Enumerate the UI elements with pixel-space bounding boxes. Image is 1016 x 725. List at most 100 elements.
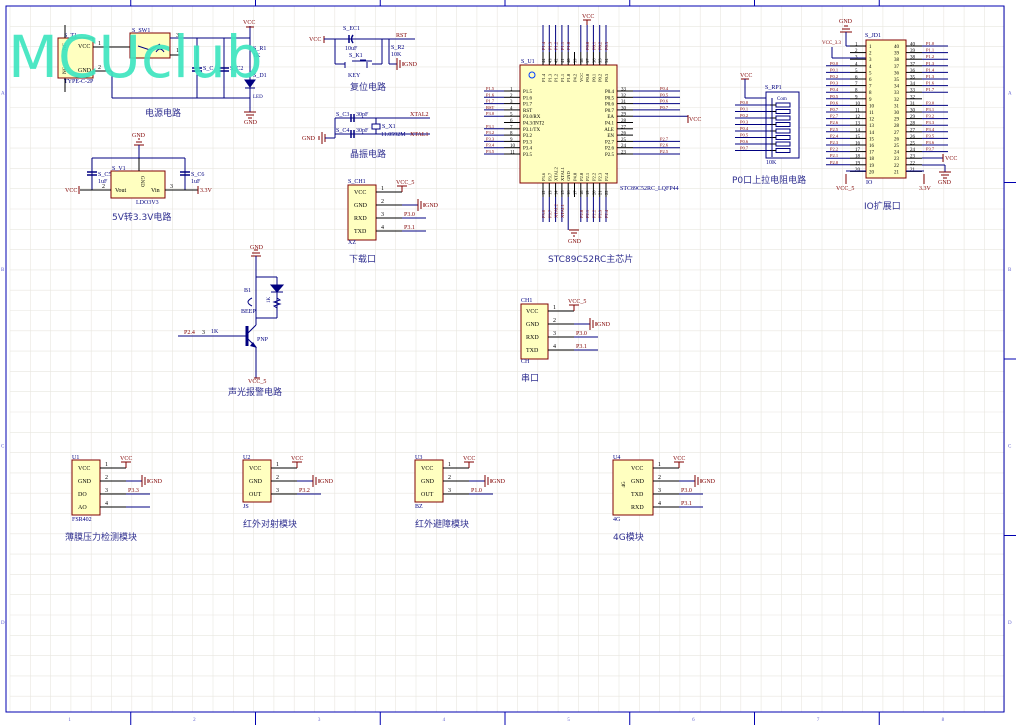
pin-number: 25 (910, 142, 916, 147)
pin-number: 17 (573, 190, 578, 195)
pin-name: VCC (249, 466, 261, 472)
net-label: P2.0 (830, 160, 839, 165)
pin-number: 1 (448, 462, 451, 468)
net-label: XTAL1 (560, 204, 565, 218)
pin-number: 23 (621, 151, 627, 156)
pin-number: 23 (894, 157, 900, 162)
pin-number: 3 (276, 488, 279, 494)
pin-name: P1.0 (566, 73, 571, 82)
ec1-designator: S_EC1 (343, 26, 360, 32)
pin-number: 31 (894, 104, 900, 109)
pin-number: 10 (510, 144, 516, 149)
net-label: P0.2 (830, 74, 838, 79)
pin-number: 6 (510, 119, 513, 124)
pin-name: GND (354, 203, 368, 209)
pin-number: 30 (621, 106, 627, 111)
pin-name: P4.2 (573, 74, 578, 82)
net-label: P1.0 (471, 488, 482, 494)
pin-name: TXD (526, 348, 539, 354)
pin-name: P2.3 (598, 172, 603, 181)
pin-number: 3 (381, 212, 384, 218)
net-label: P3.1 (404, 225, 415, 231)
xtal1-net: XTAL1 (410, 132, 429, 138)
pin-number: 35 (910, 76, 916, 81)
io-header-body[interactable] (865, 39, 907, 179)
xtal-gnd-label: GND (302, 136, 316, 142)
net-label: P1.3 (547, 41, 552, 50)
pin-number: 6 (855, 76, 858, 81)
pin-number: 7 (510, 125, 513, 130)
gnd-net-label: GND (702, 479, 716, 485)
pin-number: 11 (855, 109, 860, 114)
usb-connector-body[interactable] (57, 37, 94, 79)
ground-icon (417, 199, 425, 211)
net-label: P0.5 (740, 133, 749, 138)
pin-number: 1 (869, 45, 872, 50)
crystal-circuit-title: 晶振电路 (350, 148, 386, 160)
pin-name: P1.1 (560, 74, 565, 82)
pin-number: 20 (869, 170, 875, 175)
alarm-vcc5-label: VCC_5 (248, 379, 266, 385)
gnd-net-label: GND (320, 479, 334, 485)
power-circuit-title: 电源电路 (145, 107, 181, 119)
pin-name: DO (78, 492, 87, 498)
resistor-icon (775, 135, 791, 140)
rp1-com-label: Com (777, 97, 787, 102)
pin-number: 3 (553, 331, 556, 337)
download-port-body[interactable] (347, 184, 377, 241)
pin-number: 18 (855, 155, 861, 160)
net-label: P1.3 (926, 61, 935, 66)
io-3v3-label: 3.3V (919, 186, 932, 192)
pin-name: P2.4 (604, 172, 609, 181)
net-label: P0.5 (660, 92, 669, 97)
reset-gnd-label: GND (404, 62, 418, 68)
pin-number: 3 (855, 56, 858, 61)
ground-icon (134, 138, 144, 146)
resistor-icon (272, 297, 282, 309)
pin-name: TXD (354, 229, 367, 235)
ldo-body[interactable] (110, 170, 166, 199)
pin-number: 39 (910, 49, 916, 54)
pin-number: 20 (855, 168, 861, 173)
pin-number: 9 (869, 98, 872, 103)
x1-value: 11.0592M (381, 132, 406, 138)
pin-number: 18 (579, 190, 584, 195)
net-label: P1.2 (926, 54, 934, 59)
pin-number: 1 (510, 88, 513, 93)
pin-number: 5 (869, 71, 872, 76)
module-body[interactable] (612, 459, 654, 516)
module-body[interactable] (71, 459, 101, 516)
pin-number: 12 (541, 191, 546, 196)
r2-designator: S_R2 (391, 45, 404, 51)
jd1-part: IO (866, 180, 873, 186)
v1-designator: S_V1 (112, 166, 126, 172)
pin-number: 35 (598, 58, 603, 63)
power-net-label: VCC (291, 456, 303, 462)
serial-port-body[interactable] (520, 303, 549, 360)
net-label: P0.7 (660, 105, 669, 110)
net-label: P3.0 (486, 111, 495, 116)
d1-value: LED (253, 95, 263, 100)
module-title: 薄膜压力检测模块 (65, 531, 137, 543)
resistor-icon (775, 115, 791, 121)
xtal2-net: XTAL2 (410, 112, 429, 118)
power-switch-body[interactable] (129, 32, 171, 59)
net-label: P2.3 (598, 209, 603, 218)
power-vcc-label: VCC (243, 20, 255, 26)
ec1-value: 10uF (345, 46, 358, 52)
v1-pin-vout: Vout (115, 188, 127, 194)
pin-number: 22 (604, 191, 609, 196)
mcu-vcc-label: VCC (582, 14, 594, 20)
column-label: 6 (692, 718, 695, 723)
pin-number: 38 (579, 58, 584, 63)
pin-name: VCC (526, 309, 538, 315)
alarm-input-net: P2.4 (184, 330, 195, 336)
pin-number: 10 (869, 104, 875, 109)
pin-number: 2 (855, 49, 858, 54)
net-label: P3.5 (486, 149, 495, 154)
pin-number: 24 (894, 151, 900, 156)
u1-part: STC89C52RC_LQFP44 (620, 186, 679, 192)
r2-value: 10K (391, 52, 402, 58)
